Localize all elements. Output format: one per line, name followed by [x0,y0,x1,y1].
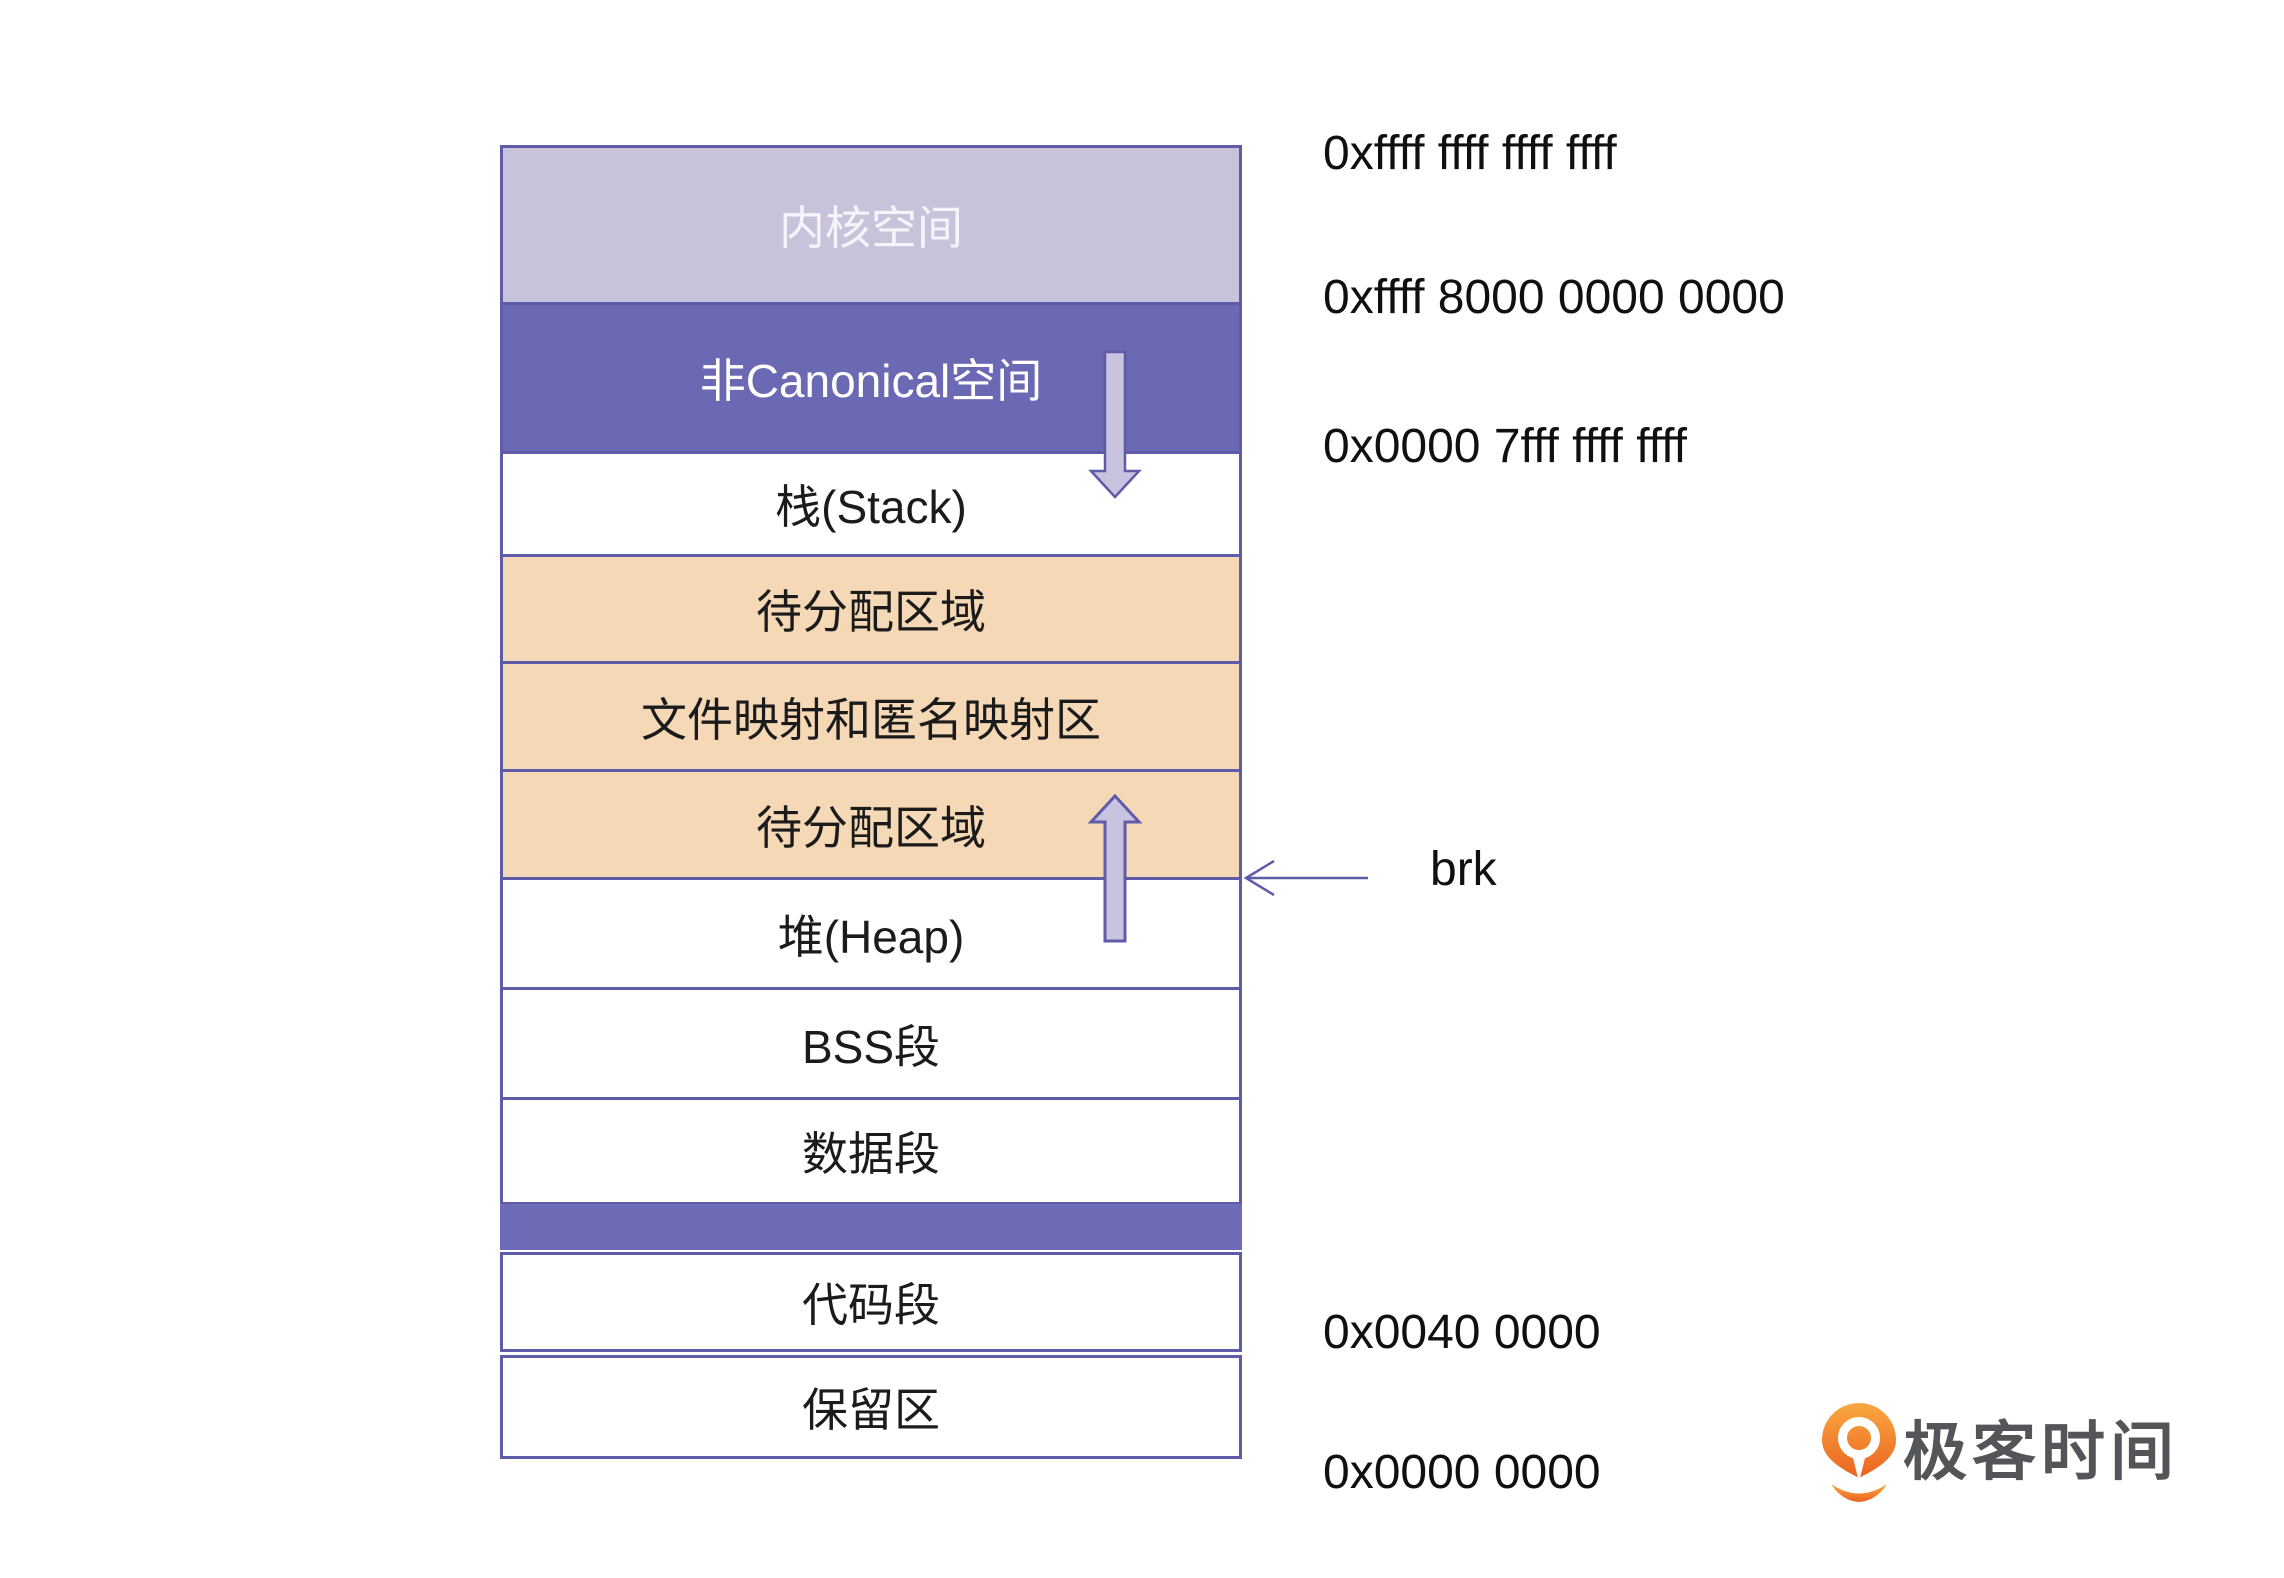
logo-pin-shape [1822,1403,1896,1478]
segment-kernel-space: 内核空间 [500,145,1242,305]
segment-pending-alloc-upper: 待分配区域 [500,554,1242,664]
segment-label: 待分配区域 [756,801,986,854]
logo-q-tail [1851,1450,1867,1482]
address-label-kernel-base: 0xffff 8000 0000 0000 [1323,271,1785,324]
geektime-logo-icon [1822,1403,1896,1502]
brk-label: brk [1430,843,1497,896]
geektime-logo-text: 极客时间 [1903,1416,2179,1488]
segment-label: 非Canonical空间 [699,355,1043,407]
address-label-code-base: 0x0040 0000 [1323,1306,1601,1359]
segment-label: 数据段 [802,1128,940,1180]
address-label-zero: 0x0000 0000 [1323,1446,1601,1499]
segment-file-anon-mapping: 文件映射和匿名映射区 [500,661,1242,772]
segment-stack: 栈(Stack) [500,451,1242,557]
segment-heap: 堆(Heap) [500,877,1242,990]
segment-label: 文件映射和匿名映射区 [641,693,1101,746]
segment-divider-bar [500,1204,1242,1250]
segment-label: BSS段 [801,1020,941,1073]
segment-label: 代码段 [802,1279,940,1331]
segment-data: 数据段 [500,1097,1242,1205]
segment-label: 待分配区域 [756,586,986,638]
segment-non-canonical: 非Canonical空间 [500,302,1242,454]
address-label-user-top: 0x0000 7fff ffff ffff [1323,420,1687,473]
segment-label: 栈(Stack) [775,481,967,533]
brk-pointer-arrow-icon [1243,859,1368,897]
logo-swoosh [1831,1484,1887,1502]
segment-pending-alloc-lower: 待分配区域 [500,769,1242,880]
address-label-top: 0xffff ffff ffff ffff [1323,127,1617,180]
segment-label: 保留区 [802,1384,940,1436]
segment-label: 内核空间 [779,202,963,254]
segment-reserved: 保留区 [500,1355,1242,1459]
segment-label: 堆(Heap) [777,910,965,963]
segment-code: 代码段 [500,1252,1242,1352]
segment-bss: BSS段 [500,987,1242,1100]
